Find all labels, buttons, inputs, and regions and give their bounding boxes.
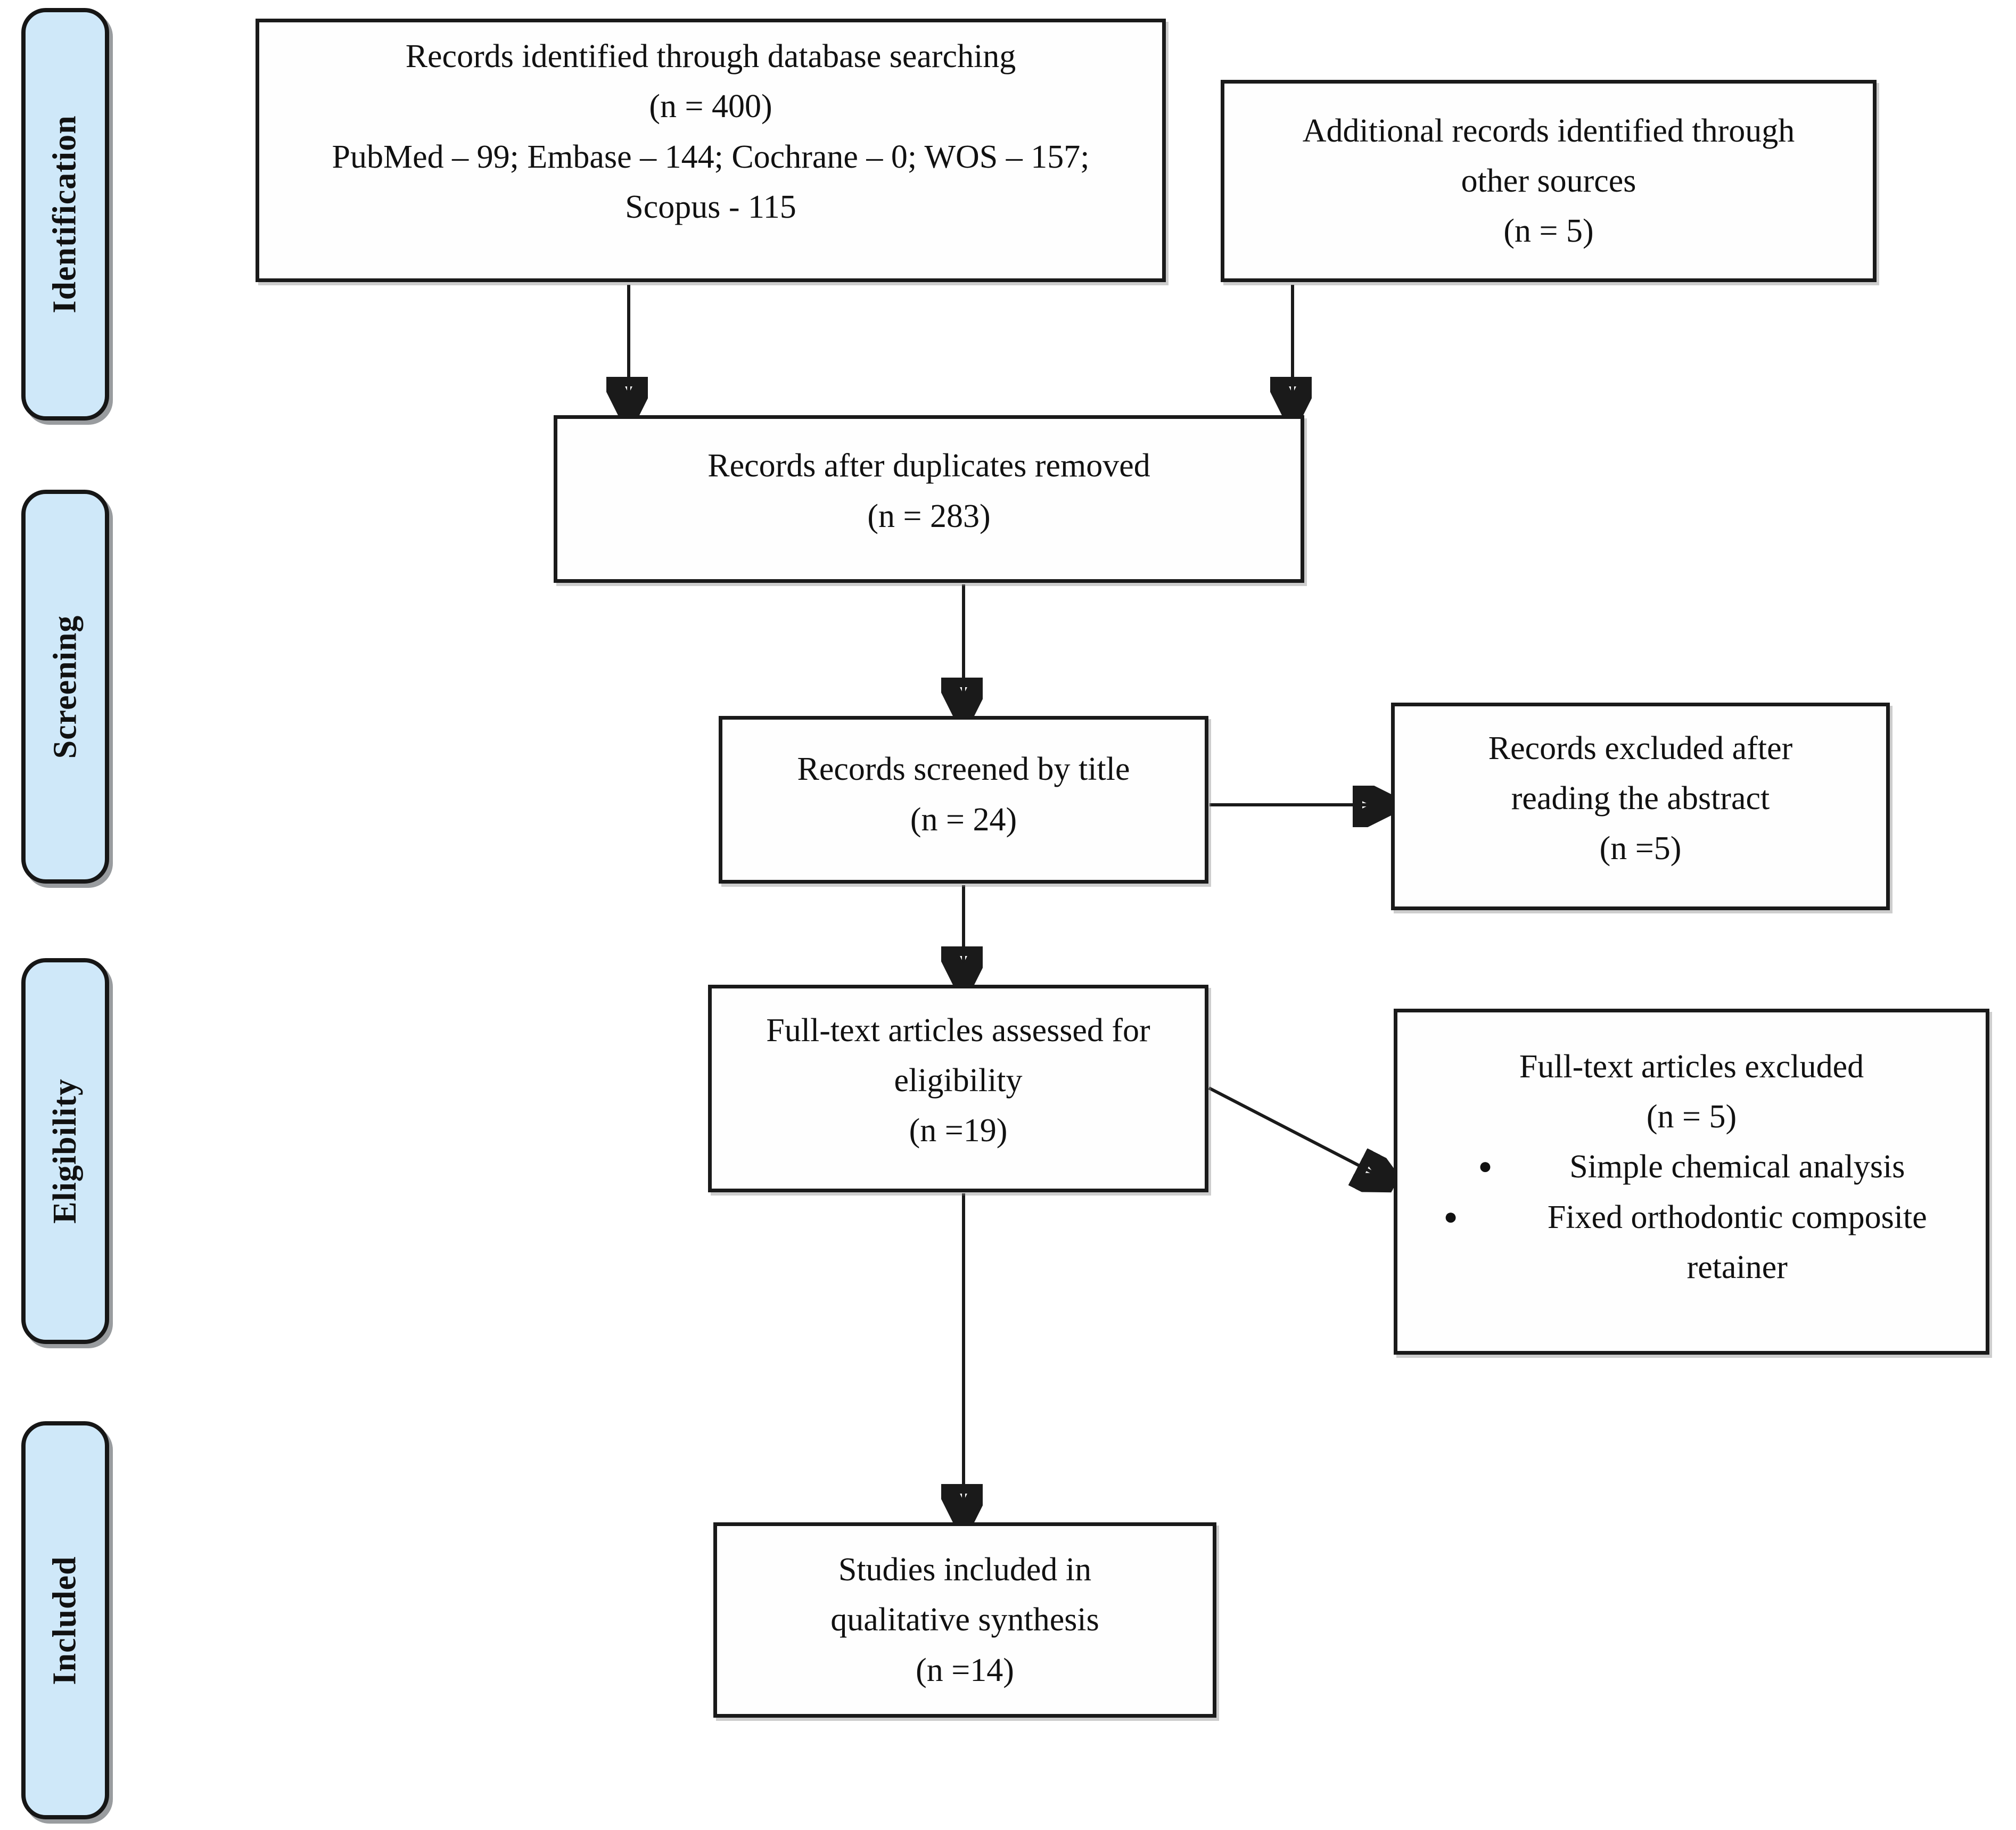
box-count: (n = 283) [867, 498, 991, 534]
box-count: (n =14) [916, 1652, 1014, 1688]
box-text-line: other sources [1461, 162, 1636, 199]
box-count: (n = 24) [910, 801, 1017, 838]
box-count: (n = 5) [1646, 1099, 1737, 1135]
box-text-line: eligibility [894, 1062, 1023, 1099]
stage-identification: Identification [21, 8, 109, 421]
box-text-line: Additional records identified through [1302, 112, 1795, 149]
box-records-identified: Records identified through database sear… [256, 19, 1166, 282]
box-records-excluded-abstract: Records excluded after reading the abstr… [1391, 703, 1890, 910]
stage-screening: Screening [21, 490, 109, 884]
box-text-line: Scopus - 115 [625, 188, 796, 225]
box-text-line: PubMed – 99; Embase – 144; Cochrane – 0;… [332, 138, 1090, 175]
box-text-line: Studies included in [838, 1552, 1092, 1588]
stage-identification-label: Identification [47, 115, 84, 314]
exclusion-reason-item: ● Fixed orthodontic composite retainer [1397, 1192, 1986, 1292]
box-count: (n = 5) [1503, 213, 1594, 250]
stage-eligibility: Eligibility [21, 958, 109, 1344]
box-count: (n =19) [909, 1112, 1008, 1149]
arrow-fulltext-to-excluded [1208, 1086, 1384, 1178]
box-text-line: Full-text articles assessed for [766, 1012, 1150, 1049]
stage-included-label: Included [47, 1555, 84, 1685]
stage-included: Included [21, 1421, 109, 1819]
box-text-line: Records screened by title [797, 751, 1130, 788]
box-count: (n =5) [1599, 830, 1682, 867]
stage-screening-label: Screening [47, 615, 83, 759]
box-text-line: Records excluded after [1488, 730, 1793, 766]
box-studies-included: Studies included in qualitative synthesi… [713, 1522, 1216, 1718]
box-text-line: reading the abstract [1511, 780, 1770, 817]
exclusion-reason-item: ● Simple chemical analysis [1397, 1142, 1986, 1192]
stage-eligibility-label: Eligibility [47, 1078, 83, 1224]
box-text-line: qualitative synthesis [830, 1602, 1099, 1638]
box-fulltext-excluded: Full-text articles excluded (n = 5) ● Si… [1394, 1009, 1989, 1355]
box-text-line: Records identified through database sear… [405, 38, 1016, 75]
box-count: (n = 400) [649, 88, 772, 125]
box-fulltext-assessed: Full-text articles assessed for eligibil… [708, 985, 1208, 1192]
box-additional-records: Additional records identified through ot… [1221, 80, 1877, 282]
bullet-icon: ● [1478, 1153, 1493, 1180]
exclusion-reason-text: Simple chemical analysis [1569, 1149, 1905, 1185]
box-text-line: Records after duplicates removed [707, 448, 1150, 484]
box-text-line: Full-text articles excluded [1519, 1049, 1864, 1085]
box-records-screened: Records screened by title (n = 24) [719, 716, 1208, 884]
exclusion-reason-text: Fixed orthodontic composite retainer [1547, 1199, 1927, 1285]
box-duplicates-removed: Records after duplicates removed (n = 28… [554, 415, 1304, 583]
bullet-icon: ● [1443, 1203, 1458, 1230]
